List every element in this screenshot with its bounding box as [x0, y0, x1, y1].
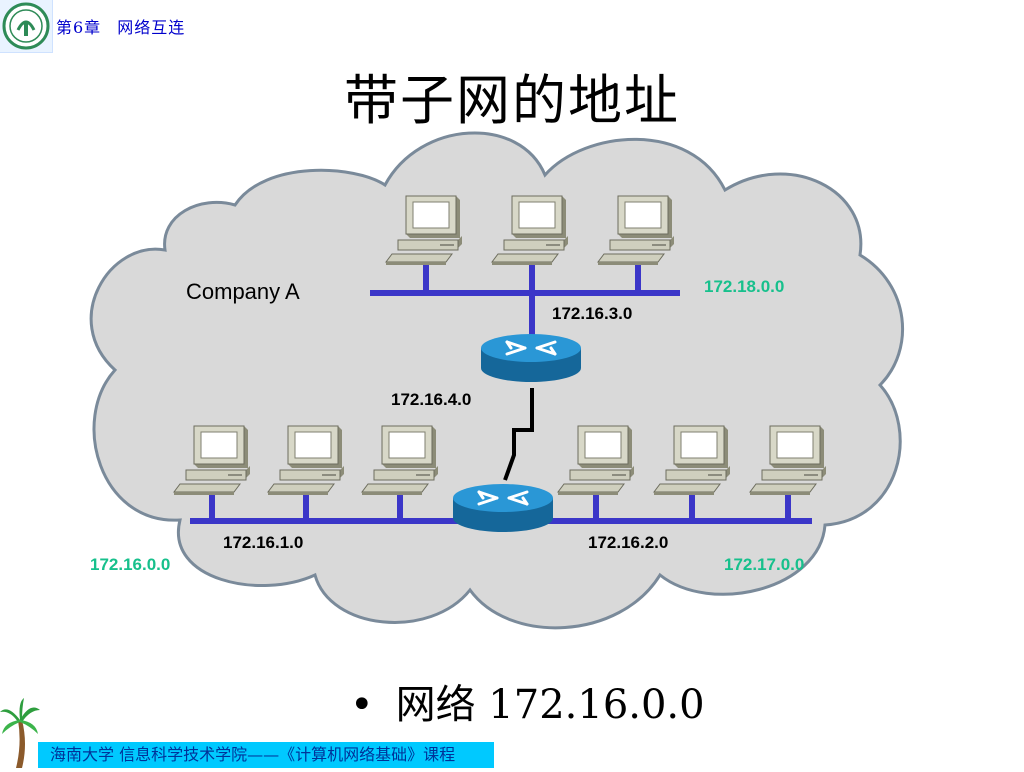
cloud-icon — [89, 131, 905, 630]
chapter-title: 网络互连 — [117, 18, 186, 37]
serial-link-icon — [503, 388, 534, 481]
network-label-172-18: 172.18.0.0 — [704, 277, 784, 296]
chapter-header: 第6章网络互连 — [56, 14, 201, 38]
network-label-172-17: 172.17.0.0 — [724, 555, 804, 574]
router-icon — [479, 332, 583, 384]
subnet-label-left: 172.16.1.0 — [223, 533, 303, 552]
university-logo-icon — [0, 0, 53, 53]
subnet-label-right: 172.16.2.0 — [588, 533, 668, 552]
network-label-172-16: 172.16.0.0 — [90, 555, 170, 574]
company-label: Company A — [186, 279, 300, 304]
bullet-item: • 网络 172.16.0.0 — [350, 672, 705, 730]
palm-tree-icon — [0, 696, 40, 768]
footer-bar: 海南大学 信息科学技术学院——《计算机网络基础》课程 — [38, 742, 494, 768]
bullet-text: 网络 172.16.0.0 — [395, 682, 705, 728]
router-icon — [451, 482, 555, 534]
bullet-symbol: • — [350, 682, 374, 728]
page-title: 带子网的地址 — [344, 69, 680, 132]
chapter-number: 第6章 — [56, 18, 102, 37]
subnet-label-top: 172.16.3.0 — [552, 304, 632, 323]
subnet-label-link: 172.16.4.0 — [391, 390, 471, 409]
